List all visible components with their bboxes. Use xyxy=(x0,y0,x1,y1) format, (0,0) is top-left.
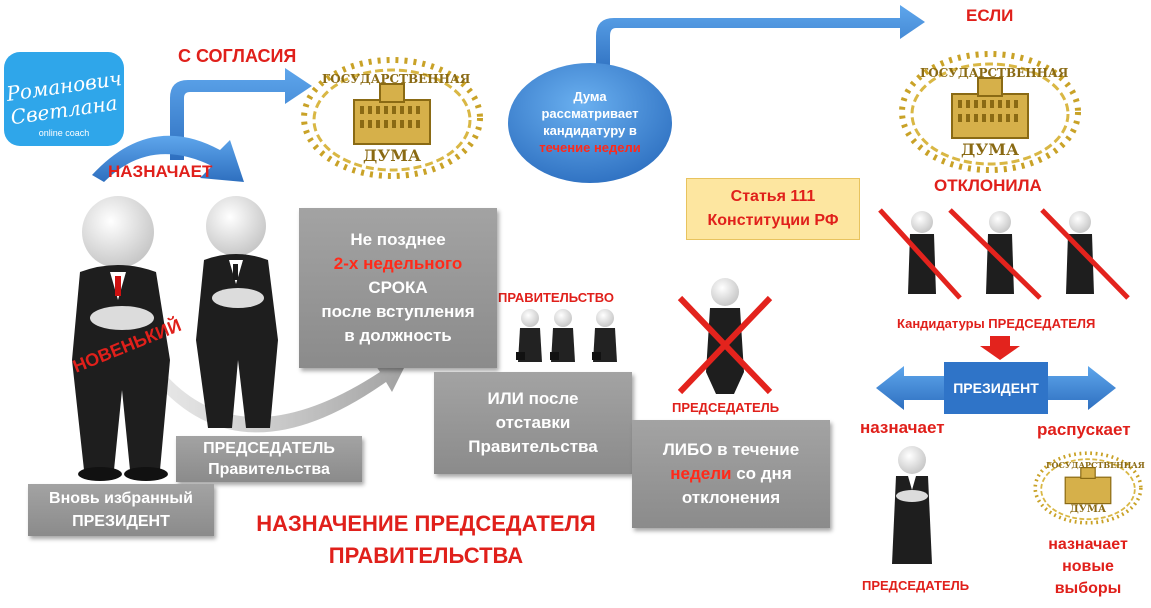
chairman-figure xyxy=(196,196,278,428)
duma-emblem-3-top: ГОСУДАРСТВЕННАЯ xyxy=(1046,460,1145,470)
new-elections-line3: выборы xyxy=(1054,580,1122,597)
deadline-line4: после вступления xyxy=(321,302,475,321)
article-box: Статья 111 Конституции РФ xyxy=(686,178,860,240)
duma-emblem-2 xyxy=(899,51,1081,173)
crossed-chairman-figure xyxy=(677,278,773,395)
duma-emblem-1-bottom: ДУМА xyxy=(363,146,421,165)
duma-bubble-line3: кандидатуру в xyxy=(543,123,637,138)
deadline-box: Не позднее 2-х недельного СРОКА после вс… xyxy=(299,208,497,368)
chairman-caption-line1: ПРЕДСЕДАТЕЛЬ xyxy=(203,440,335,457)
resign-box: ИЛИ после отставки Правительства xyxy=(434,372,632,474)
main-title-line2: ПРАВИТЕЛЬСТВА xyxy=(328,543,524,568)
chairman-mid-label: ПРЕДСЕДАТЕЛЬ xyxy=(672,400,780,415)
chairman-caption: ПРЕДСЕДАТЕЛЬ Правительства xyxy=(176,436,362,482)
deadline-line2: 2-х недельного xyxy=(333,254,463,273)
duma-bubble-line1: Дума xyxy=(573,89,607,104)
president-caption-line2: ПРЕЗИДЕНТ xyxy=(72,513,170,530)
resign-line1: ИЛИ после xyxy=(487,389,579,408)
president-caption: Вновь избранный ПРЕЗИДЕНТ xyxy=(28,484,214,536)
president-arrow-label: ПРЕЗИДЕНТ xyxy=(944,362,1048,414)
week-box: ЛИБО в течение недели со дня отклонения xyxy=(632,420,830,528)
appoints-arrow xyxy=(92,135,244,182)
duma-bubble-line4: течение недели xyxy=(539,140,641,155)
crossed-candidates xyxy=(878,208,1130,300)
duma-bubble-text: Дума рассматривает кандидатуру в течение… xyxy=(520,88,660,156)
duma-emblem-3-bottom: ДУМА xyxy=(1069,504,1107,515)
duma-top-arrow xyxy=(596,5,925,75)
week-line3: отклонения xyxy=(681,488,781,507)
duma-emblem-2-bottom: ДУМА xyxy=(961,140,1019,159)
main-title-line1: НАЗНАЧЕНИЕ ПРЕДСЕДАТЕЛЯ xyxy=(256,511,596,536)
red-down-arrow xyxy=(980,336,1020,360)
week-line2: недели со дня xyxy=(632,462,830,486)
rejected-label: ОТКЛОНИЛА xyxy=(934,176,1042,195)
government-label: ПРАВИТЕЛЬСТВО xyxy=(498,290,614,305)
deadline-line3: СРОКА xyxy=(368,278,428,297)
chairman-caption-line2: Правительства xyxy=(208,461,330,478)
resign-line3: Правительства xyxy=(468,437,598,456)
logo-sub: online coach xyxy=(38,128,90,138)
logo-badge: Романович Светлана online coach xyxy=(4,52,124,146)
duma-emblem-1 xyxy=(301,57,483,179)
resign-line2: отставки xyxy=(495,413,571,432)
duma-bubble-shape xyxy=(508,63,672,183)
main-title: НАЗНАЧЕНИЕ ПРЕДСЕДАТЕЛЯ ПРАВИТЕЛЬСТВА xyxy=(226,508,626,572)
chairman-bottom-label: ПРЕДСЕДАТЕЛЬ xyxy=(862,578,970,593)
article-line1: Статья 111 xyxy=(730,188,816,205)
bottom-chairman-figure xyxy=(892,446,932,564)
new-elections-label: назначает новые выборы xyxy=(1040,534,1136,600)
dissolves-label: распускает xyxy=(1037,420,1131,439)
with-consent-label: С СОГЛАСИЯ xyxy=(178,46,297,66)
week-line1: ЛИБО в течение xyxy=(662,440,800,459)
new-elections-line2: новые xyxy=(1062,558,1114,575)
week-line2-rest: со дня xyxy=(731,464,792,483)
duma-emblem-1-top: ГОСУДАРСТВЕННАЯ xyxy=(322,72,471,86)
week-line2-highlight: недели xyxy=(670,464,732,483)
new-elections-line1: назначает xyxy=(1048,536,1128,553)
appoints-label: НАЗНАЧАЕТ xyxy=(108,162,213,181)
president-caption-line1: Вновь избранный xyxy=(49,490,193,507)
consent-arrow xyxy=(170,68,312,160)
president-figure xyxy=(72,196,170,481)
duma-emblem-2-top: ГОСУДАРСТВЕННАЯ xyxy=(920,66,1069,80)
candidates-label: Кандидатуры ПРЕДСЕДАТЕЛЯ xyxy=(897,316,1096,331)
appoints-lower-label: назначает xyxy=(860,418,945,437)
article-line2: Конституции РФ xyxy=(707,212,839,229)
government-figures xyxy=(516,309,617,362)
duma-bubble-line2: рассматривает xyxy=(541,106,639,121)
if-label: ЕСЛИ xyxy=(966,6,1014,25)
deadline-line5: в должность xyxy=(344,326,452,345)
deadline-line1: Не позднее xyxy=(350,230,446,249)
duma-emblem-3 xyxy=(1033,451,1143,525)
